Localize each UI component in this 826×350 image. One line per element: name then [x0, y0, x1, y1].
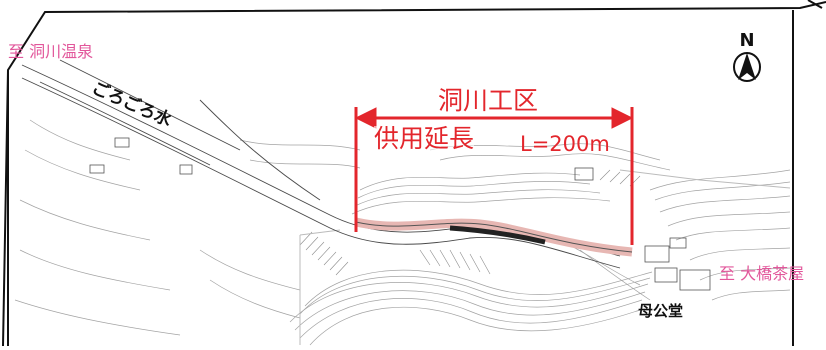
slope-hatching — [299, 169, 641, 276]
buildings — [89, 137, 711, 291]
service-length-label: 供用延長 — [374, 124, 475, 153]
destination-label-left: 至 洞川温泉 — [8, 42, 94, 61]
dimension-arrow-icon — [354, 107, 634, 245]
north-label: N — [739, 30, 754, 51]
road-section-dark-segment — [449, 225, 546, 245]
destination-label-right: 至 大橋茶屋 — [719, 264, 805, 283]
map-tile-boundary — [299, 169, 791, 345]
section-name-label: 洞川工区 — [438, 86, 539, 115]
place-label-bokodo: 母公堂 — [638, 302, 684, 320]
road-section-edge — [355, 221, 633, 253]
north-arrow-icon: N — [733, 30, 761, 82]
length-value-label: L=200m — [520, 132, 610, 156]
